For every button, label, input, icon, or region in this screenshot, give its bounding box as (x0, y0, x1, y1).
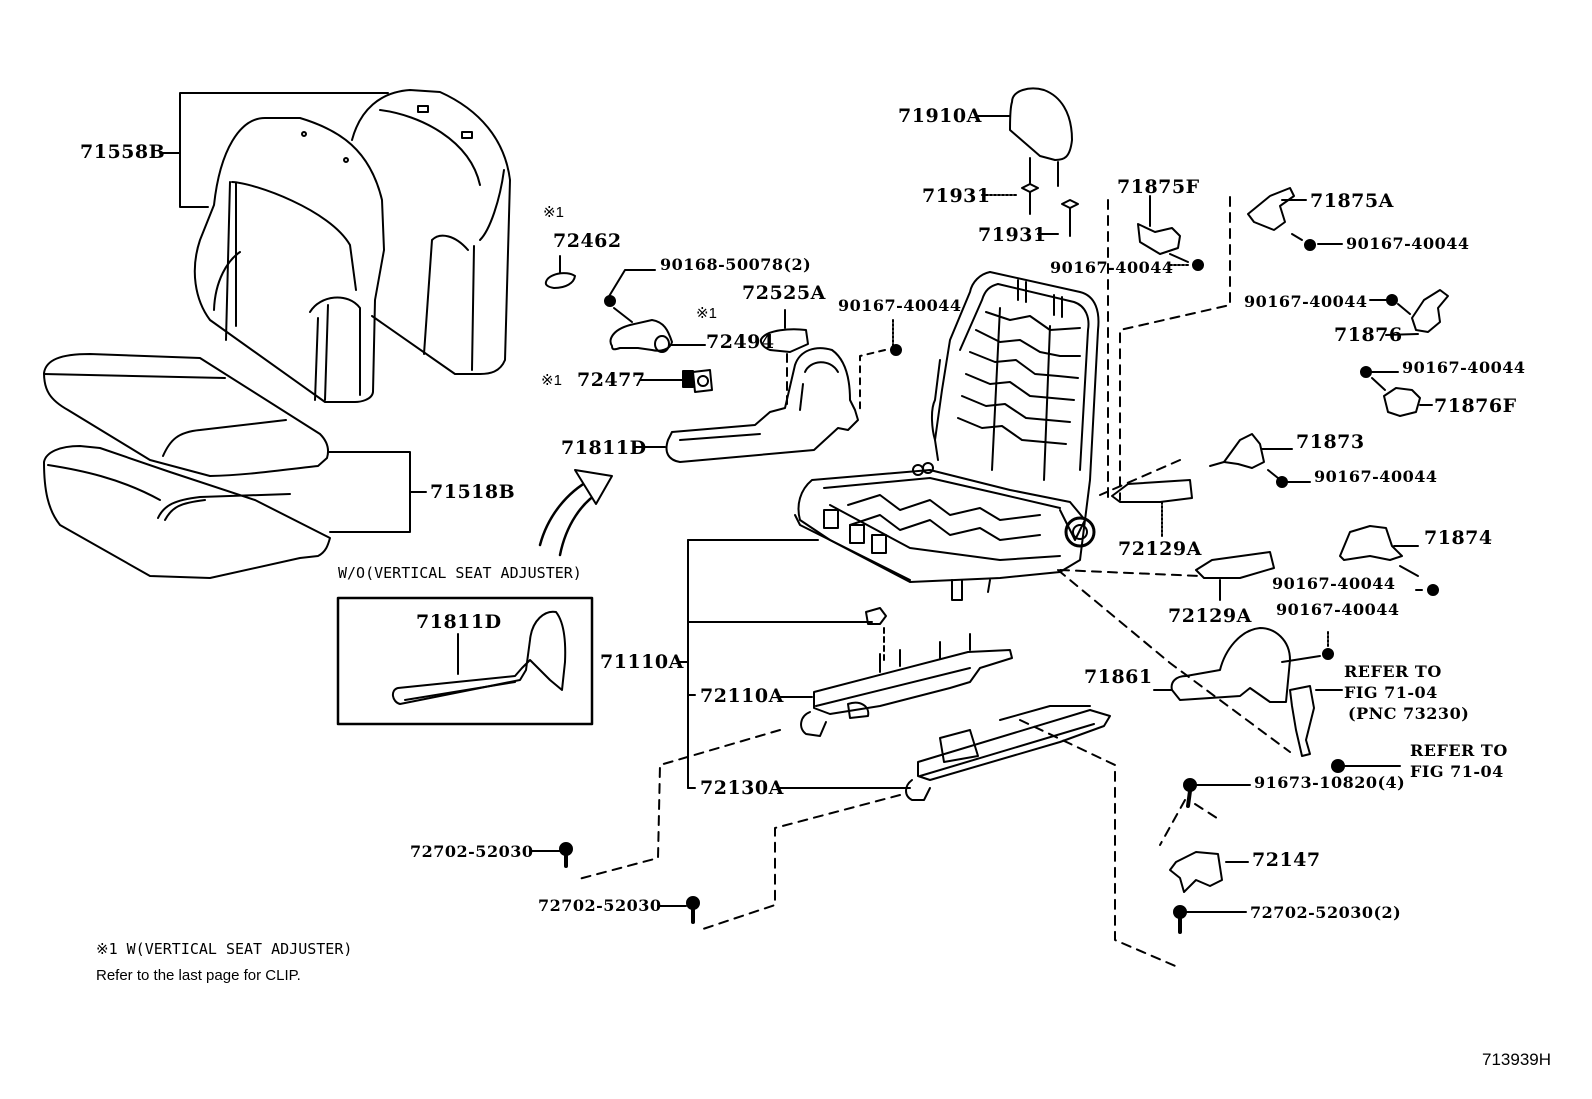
label-71876F[interactable]: 71876F (1434, 395, 1517, 417)
part-72129A-lower (1196, 552, 1274, 600)
part-91673-bolt (1184, 779, 1250, 806)
label-72525A[interactable]: 72525A (742, 282, 826, 304)
footnote-clip-reference: Refer to the last page for CLIP. (96, 967, 301, 984)
refer-note-1-line1: REFER TO (1344, 662, 1442, 681)
part-nut-track (866, 608, 886, 662)
part-71876F (1361, 367, 1432, 416)
refer-note-1-line2[interactable]: FIG 71-04 (1344, 683, 1438, 702)
label-72110A[interactable]: 72110A (700, 685, 784, 707)
seat-cushion-cover-bottom (44, 446, 330, 578)
part-71875F (1138, 196, 1203, 270)
label-91673-10820[interactable]: 91673-10820(4) (1254, 773, 1406, 792)
label-72129A-b[interactable]: 72129A (1168, 605, 1252, 627)
label-72494[interactable]: 72494 (706, 331, 775, 353)
part-71910A-headrest (978, 89, 1072, 187)
part-71875A (1248, 188, 1342, 250)
label-71558B[interactable]: 71558B (80, 141, 166, 163)
footnote-marker-72494: ※1 (696, 305, 717, 322)
label-71811D-inset[interactable]: 71811D (416, 611, 502, 633)
label-72462[interactable]: 72462 (553, 230, 622, 252)
label-90167-40044-c[interactable]: 90167-40044 (1346, 234, 1470, 253)
figure-number: 713939H (1482, 1050, 1552, 1069)
label-72477[interactable]: 72477 (577, 369, 646, 391)
refer-note-2-line1: REFER TO (1410, 741, 1508, 760)
label-71874[interactable]: 71874 (1424, 527, 1493, 549)
part-72702-bolt-b (658, 897, 699, 922)
seatback-cover-rear (352, 90, 510, 374)
inset-box (338, 598, 592, 724)
leader-71518B (328, 452, 426, 532)
leader-71558B (160, 93, 388, 207)
inset-title: W/O(VERTICAL SEAT ADJUSTER) (338, 564, 582, 582)
part-seatbelt-anchor (1290, 686, 1400, 772)
label-71518B[interactable]: 71518B (430, 481, 516, 503)
seatback-cover-front (195, 118, 384, 402)
part-71811D-side-cover (635, 320, 901, 462)
part-72462-knob (546, 256, 575, 288)
arrow-inset-to-main (540, 470, 612, 555)
part-72129A-upper (1112, 480, 1192, 536)
label-72702-52030-b[interactable]: 72702-52030 (538, 896, 662, 915)
part-72702-bolt-a (530, 843, 572, 866)
part-72147-bracket (1170, 852, 1248, 892)
refer-note-1-line3: (PNC 73230) (1348, 704, 1470, 723)
footnote-marker-72477: ※1 (541, 372, 562, 389)
label-71875A[interactable]: 71875A (1310, 190, 1394, 212)
label-90167-40044-b[interactable]: 90167-40044 (1050, 258, 1174, 277)
part-72702-bolt-c (1174, 906, 1246, 932)
label-90167-40044-d[interactable]: 90167-40044 (1244, 292, 1368, 311)
footnote-vertical-seat-adjuster: ※1 W(VERTICAL SEAT ADJUSTER) (96, 940, 353, 958)
label-72129A-a[interactable]: 72129A (1118, 538, 1202, 560)
part-90168-screw (605, 270, 655, 306)
part-72110A-track-upper (688, 634, 1012, 736)
label-72130A[interactable]: 72130A (700, 777, 784, 799)
part-71861-hinge-cover (1154, 628, 1333, 702)
label-90167-40044-a[interactable]: 90167-40044 (838, 296, 962, 315)
part-72494-lever (611, 308, 705, 352)
part-71931-guides (982, 184, 1078, 236)
dashed-leaders (575, 197, 1290, 968)
label-90167-40044-e[interactable]: 90167-40044 (1402, 358, 1526, 377)
label-71931-b[interactable]: 71931 (978, 224, 1047, 246)
part-71110A-leaders (678, 540, 872, 788)
part-71873 (1210, 434, 1310, 487)
label-71910A[interactable]: 71910A (898, 105, 982, 127)
label-71875F[interactable]: 71875F (1117, 176, 1200, 198)
part-71876 (1370, 290, 1448, 335)
label-72702-52030-c[interactable]: 72702-52030(2) (1250, 903, 1402, 922)
seat-frame (795, 272, 1098, 600)
label-71110A[interactable]: 71110A (600, 651, 684, 673)
label-71931-a[interactable]: 71931 (922, 185, 991, 207)
label-71873[interactable]: 71873 (1296, 431, 1365, 453)
label-90167-40044-g[interactable]: 90167-40044 (1272, 574, 1396, 593)
label-71811D[interactable]: 71811D (561, 437, 647, 459)
part-72130A-track-lower (688, 706, 1110, 800)
label-72147[interactable]: 72147 (1252, 849, 1321, 871)
seat-cushion-cover-top (44, 354, 328, 476)
label-90168-50078[interactable]: 90168-50078(2) (660, 255, 812, 274)
refer-note-2-line2[interactable]: FIG 71-04 (1410, 762, 1504, 781)
label-90167-40044-h[interactable]: 90167-40044 (1276, 600, 1400, 619)
footnote-marker-72462: ※1 (543, 204, 564, 221)
part-71874 (1340, 526, 1438, 595)
label-90167-40044-f[interactable]: 90167-40044 (1314, 467, 1438, 486)
part-72477-bracket (640, 370, 712, 392)
label-71861[interactable]: 71861 (1084, 666, 1153, 688)
label-72702-52030-a[interactable]: 72702-52030 (410, 842, 534, 861)
label-71876[interactable]: 71876 (1334, 324, 1403, 346)
